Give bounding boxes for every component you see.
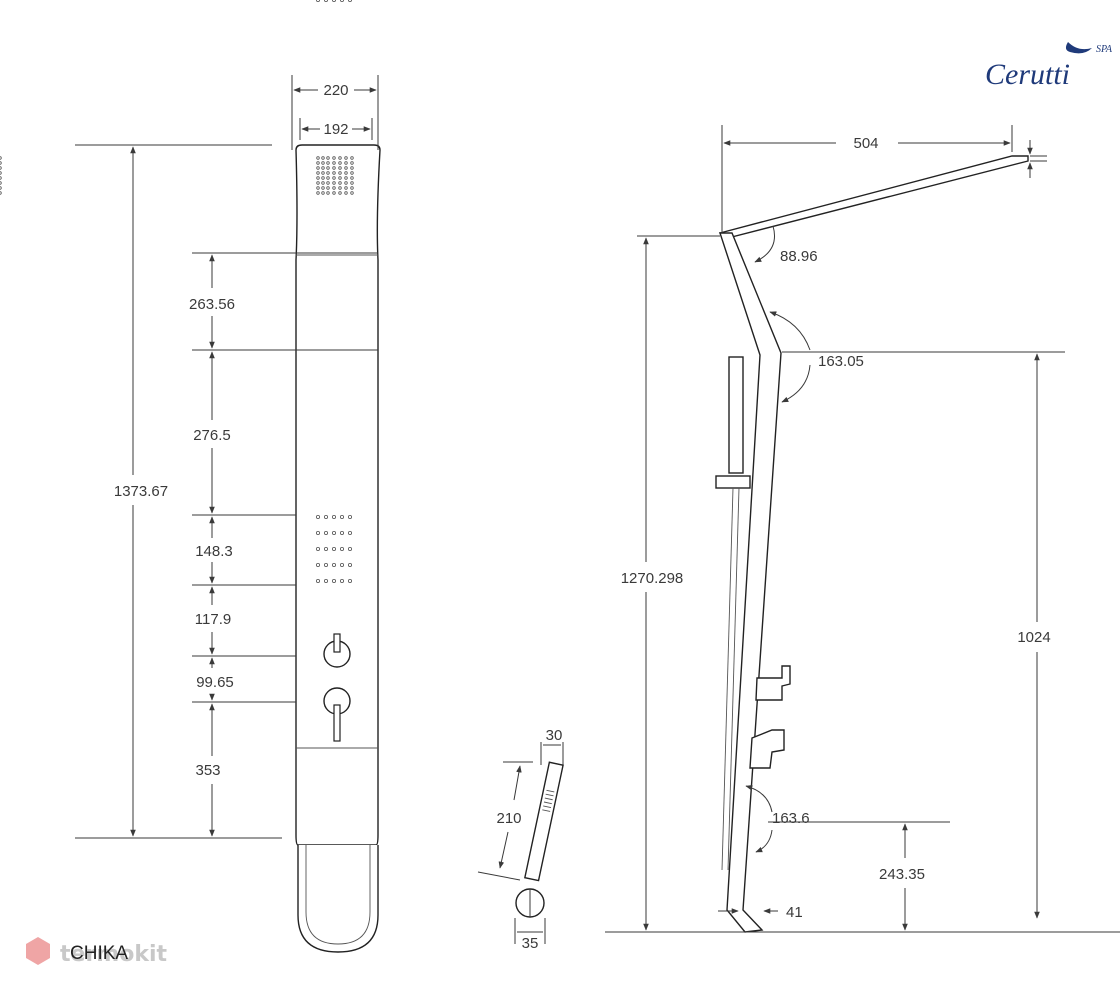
side-diverter-handle xyxy=(755,665,791,701)
front-foot-inner xyxy=(305,845,371,945)
side-view: 504 88.96 163.05 163.6 1270.298 1024 243… xyxy=(605,125,1120,933)
side-hand-shower xyxy=(728,356,744,474)
dim-segment-4: 117.9 xyxy=(195,611,231,628)
dim-segment-2: 276.5 xyxy=(193,427,231,444)
watermark-cube-icon xyxy=(26,937,50,965)
brand-name: Cerutti xyxy=(985,58,1070,91)
side-column-outline xyxy=(719,232,782,933)
model-name: CHIKA xyxy=(70,943,128,964)
dim-foot-depth: 41 xyxy=(786,904,803,921)
dim-segment-6: 353 xyxy=(195,762,220,779)
dim-segment-1: 263.56 xyxy=(189,296,235,313)
front-foot-loop xyxy=(297,845,379,953)
dim-segment-5: 99.65 xyxy=(196,674,234,691)
hand-shower-view: 30 210 35 xyxy=(477,727,564,952)
front-view: 220 192 1373.67 263.56 276.5 148.3 117.9 xyxy=(0,0,381,953)
dim-side-height: 1270.298 xyxy=(621,570,684,587)
diverter-knob xyxy=(323,633,351,668)
dim-top-depth: 504 xyxy=(853,135,878,152)
angle-low: 163.6 xyxy=(772,810,810,827)
dim-hand-length: 210 xyxy=(496,810,521,827)
hand-shower-body xyxy=(524,761,564,882)
brand-logo: Cerutti SPA xyxy=(985,42,1113,91)
dim-width-inner: 192 xyxy=(323,121,348,138)
dim-hand-base: 35 xyxy=(522,935,539,952)
mixer-knob xyxy=(323,687,351,742)
brand-suffix: SPA xyxy=(1096,44,1113,55)
body-jet-nozzles xyxy=(315,0,353,583)
angle-mid: 163.05 xyxy=(818,353,864,370)
dim-mid-height: 1024 xyxy=(1017,629,1050,646)
dim-total-height: 1373.67 xyxy=(114,483,168,500)
dim-width-outer: 220 xyxy=(323,82,348,99)
front-panel-outline xyxy=(295,144,381,846)
watermark-text: termokit xyxy=(60,942,167,967)
side-mixer-handle xyxy=(749,729,785,769)
side-slide-holder xyxy=(715,475,751,489)
side-rain-head xyxy=(718,155,1029,240)
dim-segment-3: 148.3 xyxy=(195,543,233,560)
dim-low-height: 243.35 xyxy=(879,866,925,883)
angle-top: 88.96 xyxy=(780,248,818,265)
watermark: termokit xyxy=(26,937,167,967)
bird-icon xyxy=(1065,42,1092,54)
rain-head-nozzles xyxy=(0,156,354,195)
dim-hand-width: 30 xyxy=(546,727,563,744)
